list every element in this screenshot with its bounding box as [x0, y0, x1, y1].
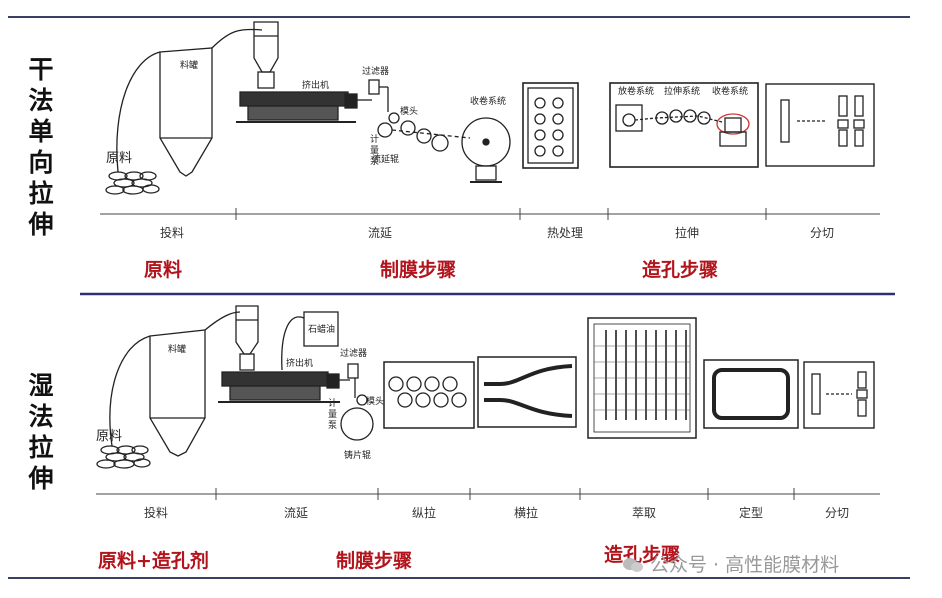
wet-extruder-barrel	[221, 371, 329, 387]
wet-stage-extract: 萃取	[631, 506, 657, 520]
dry-side-char-3: 向	[28, 148, 54, 177]
dry-extruder-barrel	[239, 91, 349, 107]
dry-feed-hose	[116, 51, 161, 173]
wet-stage-md: 纵拉	[411, 506, 437, 520]
dry-heat-rolls	[534, 97, 564, 157]
dry-eq-die: 模头	[400, 106, 418, 117]
wet-red-pore: 造孔步骤	[604, 544, 681, 566]
wet-eq-raw: 原料	[96, 429, 122, 444]
dry-eq-tank: 料罐	[180, 59, 198, 71]
wet-timeline	[96, 488, 880, 500]
dry-side-char-5: 伸	[28, 210, 54, 239]
wet-extract-lines	[605, 330, 687, 420]
dry-die-roll	[377, 122, 393, 138]
dry-heat-box	[522, 82, 579, 169]
wet-feed-hose-2	[204, 311, 241, 331]
wet-cast-roll	[340, 407, 374, 441]
wet-silo	[149, 329, 206, 457]
dry-stage-heat: 热处理	[546, 226, 584, 240]
wechat-icon	[622, 556, 644, 572]
dry-side-char-0: 干	[28, 55, 54, 84]
wet-extract-tank	[587, 317, 697, 439]
dry-feed-hose-2	[211, 28, 263, 49]
watermark: 公众号 · 高性能膜材料	[622, 550, 839, 577]
dry-side-char-4: 拉	[28, 179, 54, 208]
wet-side-char-3: 伸	[28, 464, 54, 493]
wet-side-char-1: 法	[28, 402, 54, 431]
dry-eq-raw: 原料	[106, 151, 132, 166]
dry-stage-feed: 投料	[159, 226, 185, 240]
wet-side-char-2: 拉	[28, 433, 54, 462]
wet-eq-filter: 过滤器	[340, 347, 367, 359]
dry-eq-unwind: 放卷系统	[618, 85, 654, 97]
dry-timeline	[100, 208, 880, 220]
wet-eq-meter: 计量泵	[328, 397, 337, 431]
wet-slit-box	[803, 361, 875, 429]
dry-stage-stretch: 拉伸	[674, 226, 700, 240]
dry-stage-slit: 分切	[809, 226, 835, 240]
wet-eq-oil: 石蜡油	[308, 323, 335, 335]
wet-raw-pile	[96, 445, 151, 469]
wet-stage-slit: 分切	[824, 506, 850, 520]
wet-td-box	[477, 356, 577, 428]
wet-hopper	[235, 305, 259, 355]
dry-side-label: 干法单向拉伸	[26, 54, 56, 240]
wet-setting-box	[703, 359, 799, 429]
dry-eq-rewind: 收卷系统	[712, 85, 748, 97]
dry-equipment-labels: 原料 料罐 挤出机 过滤器 模头 计量泵 流延辊 收卷系统 放卷系统 拉伸系统 …	[106, 59, 748, 167]
wet-red-film: 制膜步骤	[336, 550, 413, 572]
dry-silo	[159, 47, 213, 177]
dry-slit-box	[765, 83, 875, 167]
wet-stage-cast: 流延	[283, 506, 309, 520]
dry-stretch-box	[609, 82, 759, 168]
wet-stage-set: 定型	[738, 506, 764, 520]
wet-eq-extruder: 挤出机	[286, 357, 313, 369]
wet-feed-hose	[109, 335, 151, 447]
dry-eq-winder: 收卷系统	[470, 95, 506, 107]
wet-oil-tank	[303, 311, 339, 347]
dry-filter-box	[368, 79, 380, 95]
dry-eq-filter: 过滤器	[362, 65, 389, 77]
dry-stage-cast: 流延	[367, 226, 393, 240]
dry-side-char-1: 法	[28, 86, 54, 115]
dry-red-pore: 造孔步骤	[642, 259, 719, 281]
dry-equipment	[105, 21, 875, 195]
wet-stage-td: 横拉	[513, 506, 539, 520]
wet-side-char-0: 湿	[28, 371, 54, 400]
watermark-text: 公众号 · 高性能膜材料	[650, 554, 840, 576]
dry-eq-extruder: 挤出机	[302, 79, 329, 91]
wet-md-box	[383, 361, 475, 429]
dry-raw-pile	[105, 171, 160, 195]
wet-eq-tank: 料罐	[168, 343, 186, 355]
dry-red-raw: 原料	[144, 259, 183, 281]
dry-side-char-2: 单	[28, 117, 54, 146]
wet-stage-feed: 投料	[143, 506, 169, 520]
wet-equipment	[96, 305, 875, 469]
wet-side-label: 湿法拉伸	[26, 370, 56, 494]
wet-equipment-labels: 原料 料罐 石蜡油 挤出机 过滤器 模头 计量泵 铸片辊	[96, 323, 384, 461]
wet-eq-cast-roll: 铸片辊	[344, 449, 371, 461]
dry-eq-stretch: 拉伸系统	[664, 85, 700, 97]
wet-red-raw: 原料+造孔剂	[98, 550, 209, 572]
dry-red-film: 制膜步骤	[380, 259, 457, 281]
dry-eq-cast-roll: 流延辊	[372, 153, 399, 165]
dry-eq-meter: 计量泵	[370, 133, 379, 167]
wet-eq-die: 模头	[366, 396, 384, 407]
